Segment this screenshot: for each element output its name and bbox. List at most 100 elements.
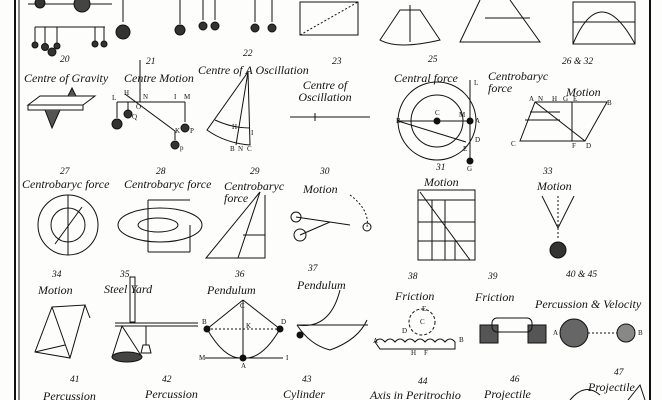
diagram-letter: Q bbox=[132, 113, 138, 121]
figure-title: Motion bbox=[424, 175, 459, 189]
figure-number: 35 bbox=[120, 270, 130, 280]
figure-number: 25 bbox=[428, 55, 438, 65]
diagram-letter: I bbox=[251, 129, 254, 137]
diagram-letter: L bbox=[112, 94, 117, 102]
figure-23-box bbox=[299, 1, 359, 36]
diagram-letter: H bbox=[124, 89, 130, 97]
figure-40-spheres bbox=[559, 318, 636, 348]
figure-26-triangle bbox=[459, 0, 541, 43]
diagram-letter: K bbox=[246, 322, 252, 330]
figure-title: Centrobaryc force bbox=[224, 179, 285, 205]
figure-title: Motion bbox=[38, 283, 73, 297]
diagram-letter: C bbox=[240, 302, 245, 310]
diagram-letter: B bbox=[607, 99, 612, 107]
diagram-letter: D bbox=[475, 136, 481, 144]
figure-number: 30 bbox=[320, 167, 330, 177]
figure-title: Axis in Peritrochio bbox=[370, 388, 461, 400]
diagram-letter: O bbox=[136, 103, 142, 111]
diagram-letter: D bbox=[281, 318, 287, 326]
figure-number: 44 bbox=[418, 377, 428, 387]
diagram-letter: E bbox=[463, 145, 468, 153]
figure-title: Motion bbox=[566, 85, 601, 99]
pendulum-balls-top bbox=[174, 0, 277, 36]
figure-number: 39 bbox=[488, 272, 498, 282]
figure-number: 26 & 32 bbox=[562, 57, 594, 67]
figure-number: 31 bbox=[436, 163, 446, 173]
diagram-letter: C bbox=[511, 140, 516, 148]
figure-number: 41 bbox=[70, 375, 80, 385]
figure-number: 34 bbox=[52, 270, 62, 280]
diagram-letter: C bbox=[435, 109, 440, 117]
figure-23b-line bbox=[290, 113, 370, 121]
diagram-letter: A bbox=[529, 95, 535, 103]
figure-title: Centre of Oscillation bbox=[298, 78, 352, 104]
figure-title: Projectile bbox=[588, 380, 635, 394]
figure-39-rollers bbox=[479, 317, 547, 344]
figure-number: 21 bbox=[146, 57, 156, 67]
diagram-letter: M bbox=[184, 93, 191, 101]
figure-35-steelyard bbox=[111, 276, 198, 363]
diagram-letter: A bbox=[553, 329, 559, 337]
figure-title: Friction bbox=[475, 290, 515, 304]
figure-27-rings bbox=[37, 194, 99, 256]
figure-number: 36 bbox=[235, 270, 245, 280]
diagram-letter: B bbox=[202, 318, 207, 326]
figure-number: 40 & 45 bbox=[566, 270, 598, 280]
figure-21-lever bbox=[111, 60, 190, 150]
figure-number: 47 bbox=[614, 368, 624, 378]
figure-25-cone bbox=[379, 5, 441, 46]
figure-20-drawing bbox=[28, 0, 131, 57]
figure-25-circles bbox=[397, 80, 477, 165]
figure-title: Friction bbox=[395, 289, 435, 303]
diagram-letter: F bbox=[572, 142, 576, 150]
figure-36-pendulum bbox=[203, 299, 284, 362]
diagram-letter: A bbox=[241, 362, 247, 370]
diagram-letter: B bbox=[638, 329, 643, 337]
diagram-letter: H bbox=[411, 349, 417, 357]
figure-title: Motion bbox=[537, 179, 572, 193]
figure-number: 23 bbox=[332, 57, 342, 67]
figure-title: Projectile bbox=[484, 387, 531, 400]
figure-number: 46 bbox=[510, 375, 520, 385]
figure-20b-plank bbox=[26, 86, 97, 130]
figure-number: 20 bbox=[60, 55, 70, 65]
figure-title: Centrobaryc force bbox=[488, 69, 549, 95]
diagram-letter: B bbox=[230, 145, 235, 153]
diagram-letter: M bbox=[459, 111, 466, 119]
figure-title: Percussion bbox=[145, 387, 198, 400]
figure-number: 22 bbox=[243, 49, 253, 59]
diagram-letter: E bbox=[573, 95, 578, 103]
figure-title: Pendulum bbox=[207, 283, 256, 297]
figure-title: Centrobaryc force bbox=[124, 177, 212, 191]
figure-title: Pendulum bbox=[297, 278, 346, 292]
figure-31-grid bbox=[417, 189, 476, 261]
figure-30-bodies bbox=[290, 194, 372, 242]
figure-33-pendulum bbox=[541, 195, 575, 259]
diagram-letter: H bbox=[232, 123, 238, 131]
diagram-letter: M bbox=[199, 354, 206, 362]
diagram-letter: P bbox=[190, 127, 194, 135]
figure-38-gear bbox=[374, 308, 456, 350]
figure-title: Percussion & Velocity bbox=[535, 297, 642, 311]
diagram-letter: L bbox=[474, 79, 479, 87]
figure-title: Centre of Gravity bbox=[24, 71, 109, 85]
diagram-letter: H bbox=[552, 95, 558, 103]
figure-title: Centre Motion bbox=[124, 71, 194, 85]
figure-title: Cylinder bbox=[283, 387, 325, 400]
figure-number: 33 bbox=[543, 167, 553, 177]
figure-number: 43 bbox=[302, 375, 312, 385]
diagram-letter: I bbox=[174, 93, 177, 101]
diagram-letter: B bbox=[396, 117, 401, 125]
figure-number: 27 bbox=[60, 167, 70, 177]
diagram-letter: p bbox=[180, 144, 184, 152]
figure-26b-parallelogram bbox=[519, 101, 608, 142]
diagram-letter: B bbox=[459, 336, 464, 344]
figure-37-cycloid bbox=[296, 289, 368, 351]
diagram-letter: N bbox=[538, 95, 544, 103]
figure-title: Motion bbox=[303, 182, 338, 196]
diagram-letter: I bbox=[286, 354, 289, 362]
diagram-letter: A bbox=[475, 117, 481, 125]
figure-title: Central force bbox=[394, 71, 458, 85]
diagram-letter: D bbox=[402, 327, 408, 335]
